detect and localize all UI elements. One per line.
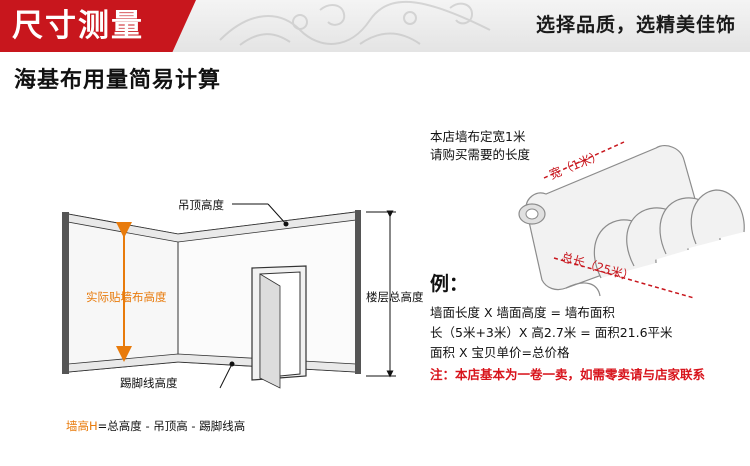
ceiling-height-label: 吊顶高度 [178, 198, 224, 212]
banner-red-tab [0, 0, 196, 52]
sales-note: 注：本店基本为一卷一卖，如需零卖请与店家联系 [430, 367, 706, 382]
banner-slogan: 选择品质，选精美佳饰 [535, 14, 736, 36]
calc-line-example: 长（5米+3米）X 高2.7米 = 面积21.6平米 [430, 325, 673, 340]
wall-height-formula: 墙高H=总高度 - 吊顶高 - 踢脚线高 [66, 418, 245, 434]
room-diagram [62, 203, 396, 389]
baseboard-height-label: 踢脚线高度 [120, 376, 178, 390]
roll-buy-note: 请购买需要的长度 [430, 147, 531, 162]
wallpaper-roll-illustration [518, 141, 745, 299]
example-title: 例： [430, 273, 469, 295]
banner-title: 尺寸测量 [12, 8, 144, 44]
section-title: 海基布用量简易计算 [14, 68, 222, 93]
header-banner: 尺寸测量 选择品质，选精美佳饰 [0, 0, 750, 52]
wall-height-label: 实际贴墙布高度 [86, 290, 167, 304]
formula-rest: =总高度 - 吊顶高 - 踢脚线高 [97, 419, 246, 433]
total-height-label: 楼层总高度 [366, 290, 424, 304]
calc-line-price: 面积 X 宝贝单价=总价格 [430, 345, 570, 360]
roll-width-note: 本店墙布定宽1米 [430, 129, 526, 144]
formula-key: 墙高H [66, 419, 98, 433]
floral-ornament-icon [219, 0, 491, 46]
calc-line-area: 墙面长度 X 墙面高度 = 墙布面积 [430, 305, 615, 320]
